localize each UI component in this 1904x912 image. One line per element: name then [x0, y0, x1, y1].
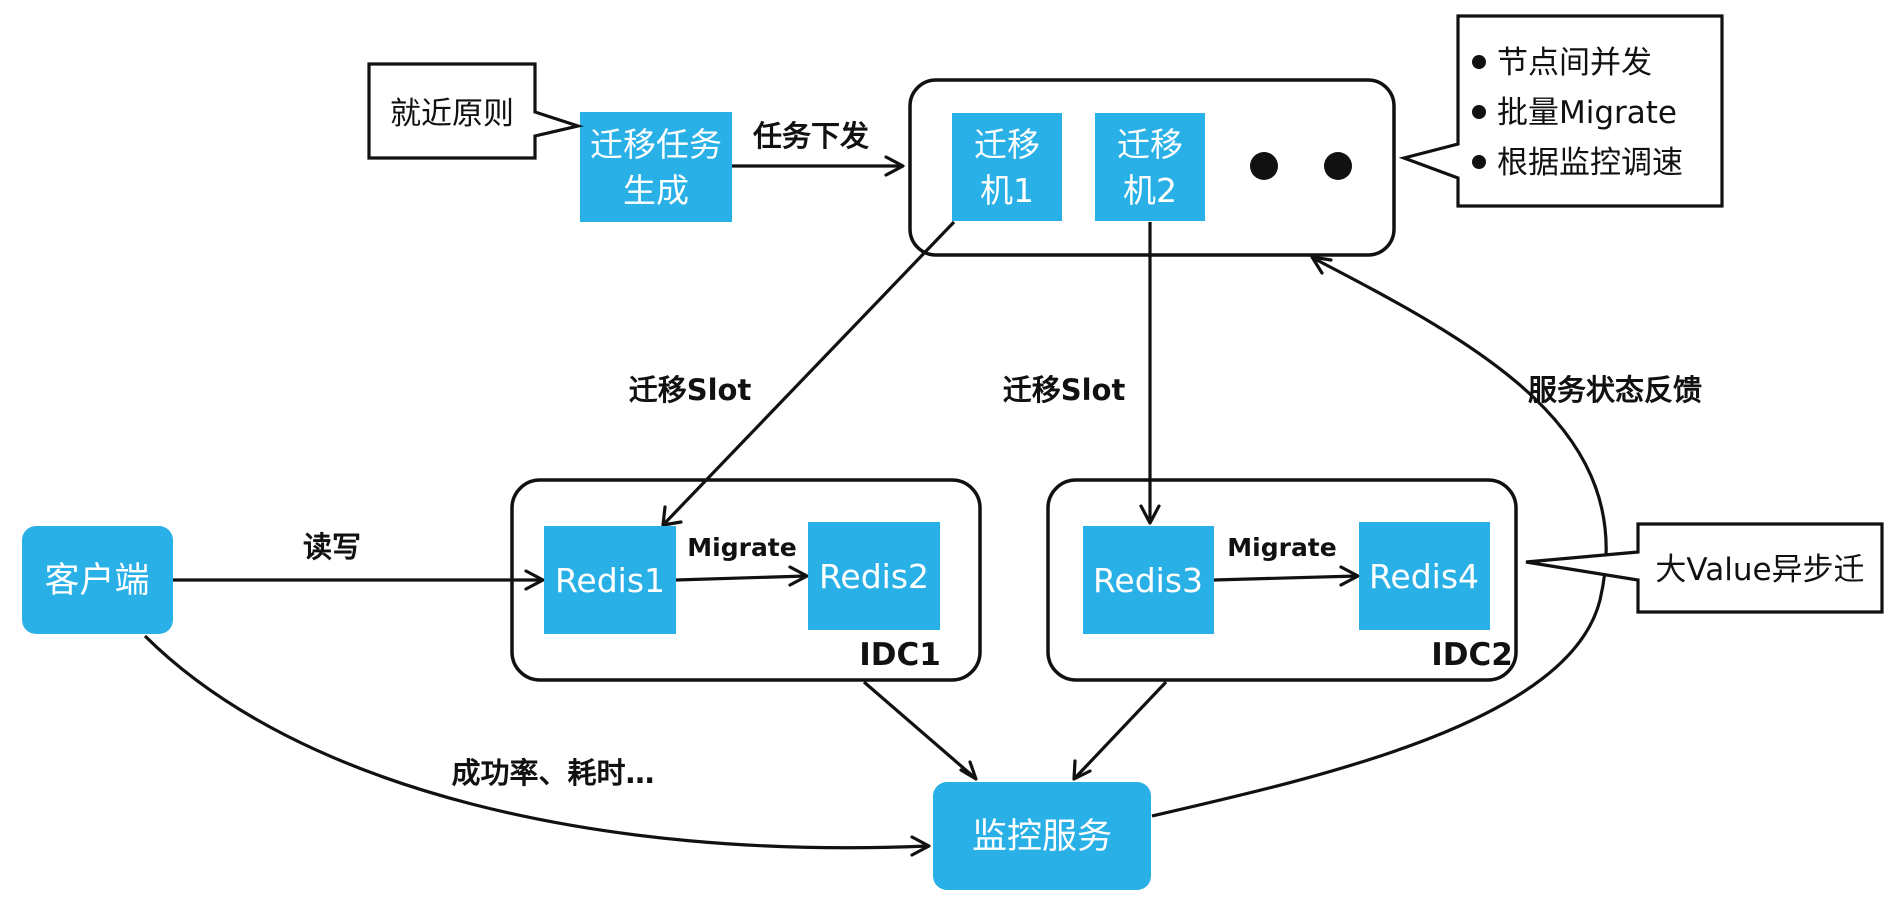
migrator1-label-line1: 迁移	[974, 125, 1040, 164]
migrator2-node	[1095, 113, 1205, 221]
features-item-1: 节点间并发	[1497, 45, 1652, 81]
arrowhead-dispatch	[884, 155, 905, 177]
arrowhead-metrics	[910, 835, 931, 857]
arrowhead-migrate1	[788, 565, 809, 587]
arrowhead-feedback	[1310, 255, 1333, 275]
migrator2-label-line1: 迁移	[1117, 125, 1183, 164]
slot1-label: 迁移Slot	[629, 373, 752, 407]
bigvalue-callout	[1525, 522, 1884, 614]
bigvalue-callout-text: 大Value异步迁	[1655, 552, 1864, 588]
redis4-label: Redis4	[1369, 557, 1479, 596]
edge-feedback	[1151, 256, 1608, 818]
features-bullet-2	[1472, 105, 1486, 119]
redis1-node	[544, 526, 676, 634]
redis4-node	[1359, 522, 1490, 630]
idc2-label: IDC2	[1431, 637, 1513, 673]
more-dot-1	[1250, 152, 1278, 180]
more-dot-2	[1324, 152, 1352, 180]
nearest-callout-text: 就近原则	[390, 96, 514, 132]
arrowhead-migrate2	[1339, 565, 1360, 587]
redis3-node	[1083, 526, 1214, 634]
migrator1-label-line2: 机1	[980, 171, 1034, 210]
edge-idc2-monitor	[1073, 680, 1168, 780]
migrator1-node	[952, 113, 1062, 221]
client-node	[22, 526, 173, 634]
migrator2-label-line2: 机2	[1123, 171, 1177, 210]
redis2-label: Redis2	[819, 557, 929, 596]
arrowhead-idc1-monitor	[959, 760, 978, 781]
migrate1-label: Migrate	[687, 533, 796, 562]
edge-slot1	[662, 220, 956, 526]
migrator-cluster-frame	[908, 78, 1396, 257]
readwrite-label: 读写	[303, 530, 361, 564]
dispatch-label: 任务下发	[752, 119, 869, 153]
arrowhead-slot1	[661, 505, 683, 527]
task-generation-label-line1: 迁移任务	[590, 125, 722, 164]
monitor-node	[933, 782, 1151, 890]
redis1-label: Redis1	[555, 561, 665, 600]
edge-migrate1	[675, 574, 807, 582]
arrowhead-readwrite	[524, 569, 545, 591]
features-bullet-1	[1472, 55, 1486, 69]
edge-idc1-monitor	[862, 680, 977, 780]
idc2-frame	[1046, 478, 1518, 682]
nearest-callout	[367, 62, 584, 160]
metrics-label: 成功率、耗时…	[451, 756, 654, 790]
feedback-label: 服务状态反馈	[1528, 373, 1702, 407]
features-item-2: 批量Migrate	[1497, 95, 1677, 131]
arrowhead-slot2	[1139, 504, 1161, 525]
edge-migrate2	[1213, 574, 1358, 582]
task-generation-label-line2: 生成	[623, 171, 689, 210]
edge-metrics	[143, 634, 929, 850]
slot2-label: 迁移Slot	[1003, 373, 1126, 407]
arrowhead-idc2-monitor	[1072, 759, 1092, 781]
client-label: 客户端	[44, 561, 149, 601]
features-bullet-3	[1472, 155, 1486, 169]
monitor-label: 监控服务	[972, 817, 1112, 857]
idc1-label: IDC1	[859, 637, 941, 673]
features-item-3: 根据监控调速	[1497, 145, 1683, 181]
redis3-label: Redis3	[1093, 561, 1203, 600]
redis2-node	[808, 522, 940, 630]
migrate2-label: Migrate	[1227, 533, 1336, 562]
task-generation-node	[580, 112, 732, 222]
